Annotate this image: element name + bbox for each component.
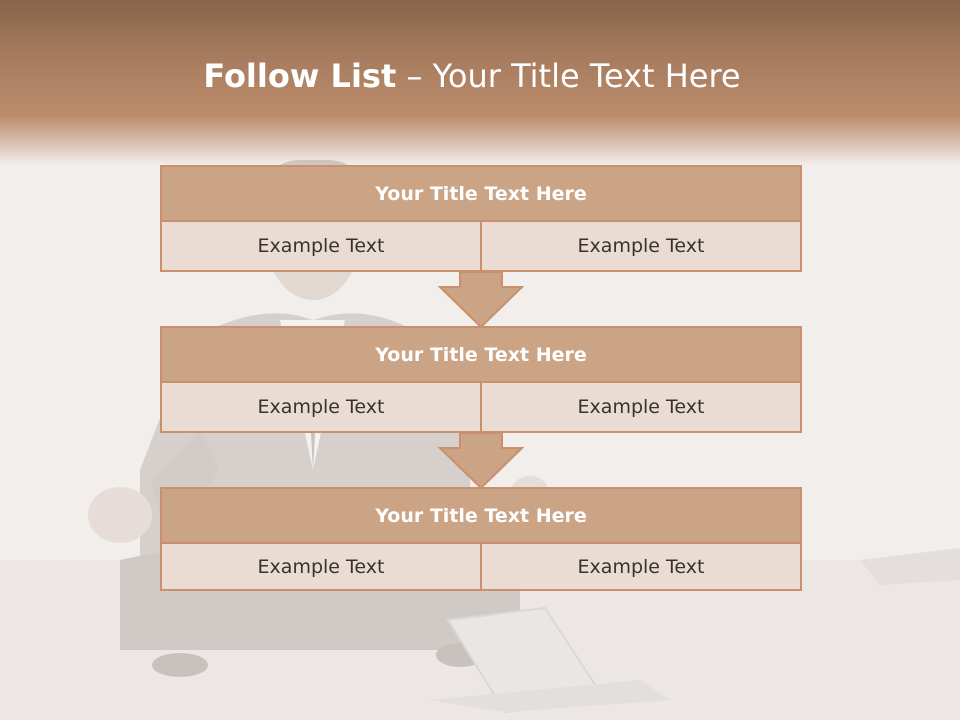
page-title-rest: – Your Title Text Here — [396, 57, 741, 95]
block-cell-right: Example Text — [482, 383, 802, 433]
block-cell-right: Example Text — [482, 222, 802, 272]
list-block-3: Your Title Text Here Example Text Exampl… — [160, 487, 802, 591]
block-cell-left: Example Text — [160, 383, 482, 433]
block-row: Example Text Example Text — [160, 383, 802, 433]
block-cell-left: Example Text — [160, 544, 482, 591]
block-row: Example Text Example Text — [160, 544, 802, 591]
block-title: Your Title Text Here — [160, 326, 802, 383]
page-title: Follow List – Your Title Text Here — [0, 56, 944, 96]
list-block-2: Your Title Text Here Example Text Exampl… — [160, 326, 802, 433]
header-band — [0, 0, 960, 165]
block-title: Your Title Text Here — [160, 487, 802, 544]
list-block-1: Your Title Text Here Example Text Exampl… — [160, 165, 802, 272]
block-cell-right: Example Text — [482, 544, 802, 591]
block-row: Example Text Example Text — [160, 222, 802, 272]
block-cell-left: Example Text — [160, 222, 482, 272]
down-arrow-icon — [438, 432, 524, 490]
down-arrow-icon — [438, 271, 524, 329]
page-title-bold: Follow List — [203, 57, 397, 95]
block-title: Your Title Text Here — [160, 165, 802, 222]
